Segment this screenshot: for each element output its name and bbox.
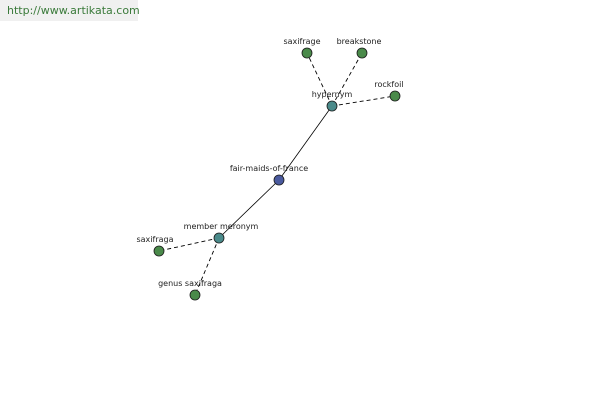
edge-hypernym-to-saxifrage (306, 52, 333, 107)
node-label-rockfoil[interactable]: rockfoil (374, 80, 403, 89)
node-label-hypernym[interactable]: hypernym (312, 90, 353, 99)
node-label-member-meronym[interactable]: member meronym (184, 222, 259, 231)
edge-root-to-hypernym (278, 105, 333, 181)
node-saxifrage[interactable] (301, 47, 313, 59)
node-rockfoil[interactable] (389, 90, 401, 102)
nodes-layer (153, 47, 401, 301)
node-saxifraga[interactable] (153, 245, 165, 257)
node-label-saxifraga[interactable]: saxifraga (136, 235, 173, 244)
node-label-breakstone[interactable]: breakstone (337, 37, 382, 46)
node-root[interactable] (273, 174, 285, 186)
edge-root-to-member-meronym (218, 179, 280, 239)
edge-hypernym-to-breakstone (331, 52, 363, 107)
node-genus-saxifraga[interactable] (189, 289, 201, 301)
edge-hypernym-to-rockfoil (331, 95, 396, 107)
site-url-link[interactable]: http://www.artikata.com (7, 4, 140, 17)
edge-member-meronym-to-saxifraga (158, 237, 220, 252)
labels-layer: fair-maids-of-france hypernym member meron… (136, 37, 403, 288)
node-member-meronym[interactable] (213, 232, 225, 244)
node-label-genus-saxifraga[interactable]: genus saxifraga (158, 279, 222, 288)
node-label-root[interactable]: fair-maids-of-france (230, 164, 308, 173)
node-breakstone[interactable] (356, 47, 368, 59)
edges-layer (158, 52, 396, 296)
node-label-saxifrage[interactable]: saxifrage (283, 37, 320, 46)
url-banner: http://www.artikata.com (0, 0, 140, 21)
node-hypernym[interactable] (326, 100, 338, 112)
edge-member-meronym-to-genus-saxifraga (194, 237, 220, 296)
